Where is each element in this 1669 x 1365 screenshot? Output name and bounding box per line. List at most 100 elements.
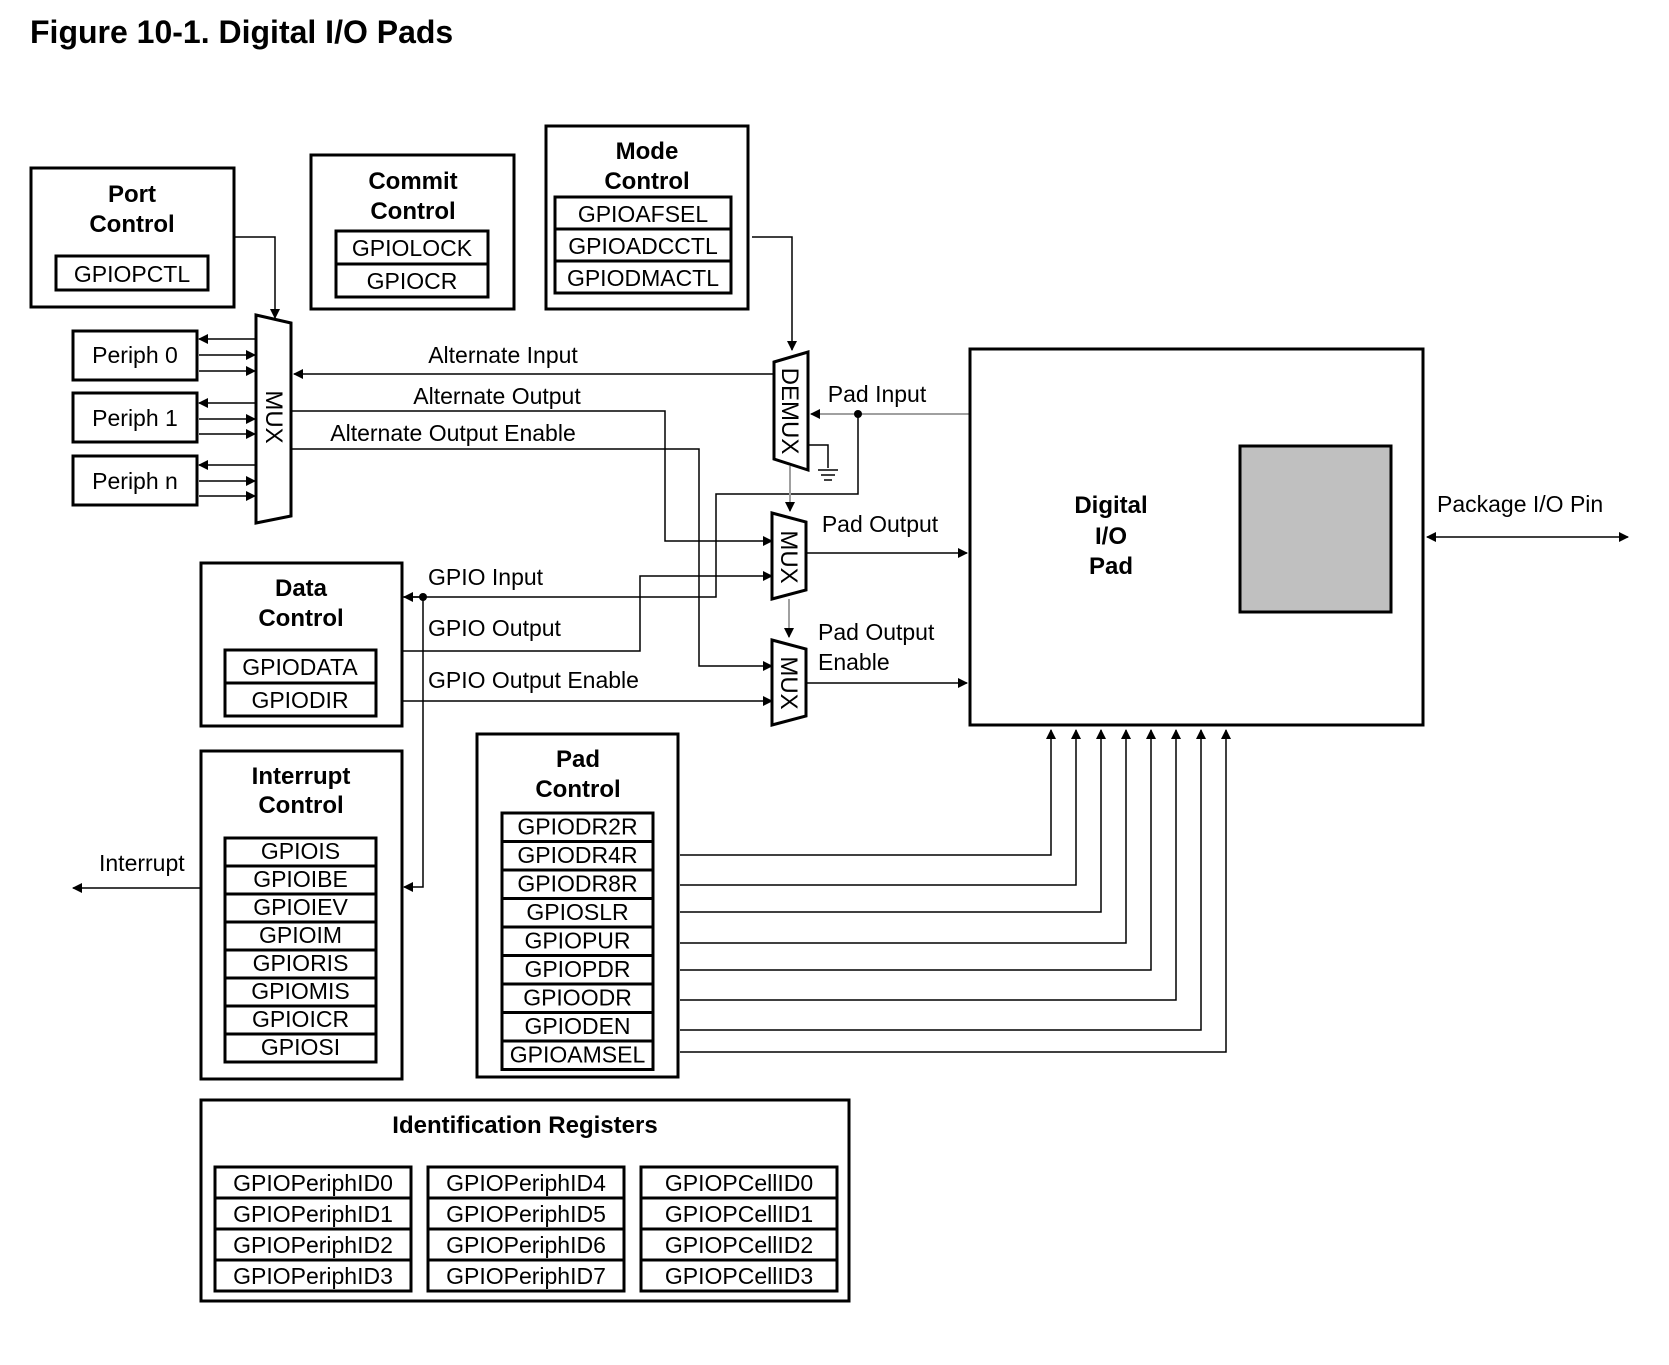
mode-control-title-2: Control [604, 168, 689, 195]
register-gpioiev: GPIOIEV [253, 894, 348, 920]
interrupt-register-cell [223, 1032, 378, 1064]
pad-input-to-gpio-input-line [402, 414, 859, 598]
pad-output-mux: MUX [770, 511, 808, 601]
pad-output-mux-label: MUX [775, 530, 802, 583]
register-gpioim: GPIOIM [259, 922, 342, 948]
register-gpioperiphid5: GPIOPeriphID5 [446, 1201, 606, 1227]
commit-control-title-1: Commit [368, 168, 457, 195]
periph-mux-connections [198, 334, 256, 501]
pad-register-cell [500, 1039, 655, 1071]
mode-control-title-1: Mode [616, 138, 679, 165]
pad-control-signal-line [680, 729, 1056, 856]
pad-control-signal-line [680, 729, 1181, 1001]
demux-label: DEMUX [776, 368, 803, 455]
port-control-title-2: Control [89, 211, 174, 238]
ground-icon [808, 444, 838, 481]
register-gpioris: GPIORIS [253, 950, 349, 976]
register-gpiolock: GPIOLOCK [352, 235, 473, 261]
register-gpioperiphid7: GPIOPeriphID7 [446, 1263, 606, 1289]
register-gpiodr8r: GPIODR8R [517, 871, 637, 897]
register-gpiopdr: GPIOPDR [524, 956, 630, 982]
gpio-output-enable-label: GPIO Output Enable [428, 667, 639, 693]
port-control-title-1: Port [108, 181, 156, 208]
periph-n-label: Periph n [92, 468, 178, 494]
register-gpiois: GPIOIS [261, 838, 340, 864]
periph-1-label: Periph 1 [92, 405, 178, 431]
alternate-input-label: Alternate Input [428, 342, 578, 368]
register-gpioperiphid6: GPIOPeriphID6 [446, 1232, 606, 1258]
interrupt-control-title-2: Control [258, 792, 343, 819]
register-gpiodr4r: GPIODR4R [517, 842, 637, 868]
pad-control-signal-line [680, 729, 1206, 1031]
identification-register-cell [213, 1258, 413, 1293]
register-gpioicr: GPIOICR [252, 1006, 349, 1032]
pad-control-signal-line [680, 729, 1081, 886]
pad-control-block: Pad Control GPIODR2RGPIODR4RGPIODR8RGPIO… [475, 732, 680, 1079]
register-gpiocr: GPIOCR [367, 268, 458, 294]
identification-register-cell [426, 1258, 626, 1293]
pad-control-title-2: Control [535, 776, 620, 803]
register-gpiodata: GPIODATA [242, 654, 358, 680]
commit-control-block: Commit Control GPIOLOCK GPIOCR [309, 153, 516, 311]
register-gpiopcellid2: GPIOPCellID2 [665, 1232, 813, 1258]
register-gpioibe: GPIOIBE [253, 866, 348, 892]
register-gpioslr: GPIOSLR [526, 899, 628, 925]
register-gpiopcellid0: GPIOPCellID0 [665, 1170, 813, 1196]
pad-output-enable-label-1: Pad Output [818, 619, 935, 645]
digital-pad-title-2: I/O [1095, 523, 1127, 550]
periph-0-label: Periph 0 [92, 342, 178, 368]
pad-control-signal-line [680, 729, 1156, 971]
port-control-select-line [234, 236, 280, 319]
register-gpioperiphid4: GPIOPeriphID4 [446, 1170, 606, 1196]
register-gpiomis: GPIOMIS [251, 978, 349, 1004]
port-control-block: Port Control GPIOPCTL [29, 166, 236, 309]
register-gpiosi: GPIOSI [261, 1034, 340, 1060]
identification-registers-block: Identification Registers GPIOPeriphID0GP… [199, 1098, 851, 1303]
pad-control-lines [680, 729, 1231, 1053]
package-pin-label: Package I/O Pin [1437, 491, 1603, 517]
pad-output-enable-mux: MUX [770, 638, 808, 727]
pad-input-label: Pad Input [828, 381, 927, 407]
digital-pad-title-3: Pad [1089, 553, 1133, 580]
register-gpiodir: GPIODIR [251, 687, 348, 713]
mode-control-select-line [752, 236, 797, 351]
register-gpioperiphid2: GPIOPeriphID2 [233, 1232, 393, 1258]
gpio-output-label: GPIO Output [428, 615, 562, 641]
register-gpiodr2r: GPIODR2R [517, 814, 637, 840]
gpio-signal-lines [402, 571, 773, 892]
register-gpioperiphid3: GPIOPeriphID3 [233, 1263, 393, 1289]
mode-control-block: Mode Control GPIOAFSEL GPIOADCCTL GPIODM… [544, 124, 750, 311]
pad-output-enable-label-2: Enable [818, 649, 890, 675]
gpio-input-junction [419, 593, 427, 601]
pad-output-enable-mux-label: MUX [775, 656, 802, 709]
register-gpiodmactl: GPIODMACTL [567, 265, 719, 291]
data-control-title-1: Data [275, 575, 328, 602]
alternate-output-line [292, 410, 773, 546]
register-gpioadcctl: GPIOADCCTL [568, 233, 718, 259]
digital-pad-title-1: Digital [1074, 492, 1147, 519]
periph-mux-label: MUX [260, 390, 287, 443]
peripheral-blocks: Periph 0 Periph 1 Periph n [71, 329, 199, 507]
interrupt-control-block: Interrupt Control GPIOISGPIOIBEGPIOIEVGP… [199, 749, 404, 1081]
pad-control-title-1: Pad [556, 746, 600, 773]
data-control-block: Data Control GPIODATA GPIODIR [199, 561, 404, 728]
identification-title: Identification Registers [392, 1112, 657, 1139]
identification-register-cell [639, 1258, 839, 1293]
alternate-output-enable-label: Alternate Output Enable [330, 420, 576, 446]
register-gpioodr: GPIOODR [523, 985, 632, 1011]
figure-title: Figure 10-1. Digital I/O Pads [30, 14, 454, 50]
data-control-title-2: Control [258, 605, 343, 632]
gpio-input-to-interrupt-line [403, 597, 424, 892]
pad-control-signal-line [680, 729, 1106, 913]
commit-control-title-2: Control [370, 198, 455, 225]
gpio-input-label: GPIO Input [428, 564, 544, 590]
register-gpioperiphid1: GPIOPeriphID1 [233, 1201, 393, 1227]
pad-control-signal-line [680, 729, 1231, 1053]
periph-mux: MUX [254, 313, 293, 525]
interrupt-label: Interrupt [99, 850, 185, 876]
register-gpiopctl: GPIOPCTL [74, 261, 191, 287]
register-gpiopur: GPIOPUR [524, 928, 630, 954]
alternate-output-label: Alternate Output [413, 383, 581, 409]
pad-square [1238, 444, 1393, 614]
